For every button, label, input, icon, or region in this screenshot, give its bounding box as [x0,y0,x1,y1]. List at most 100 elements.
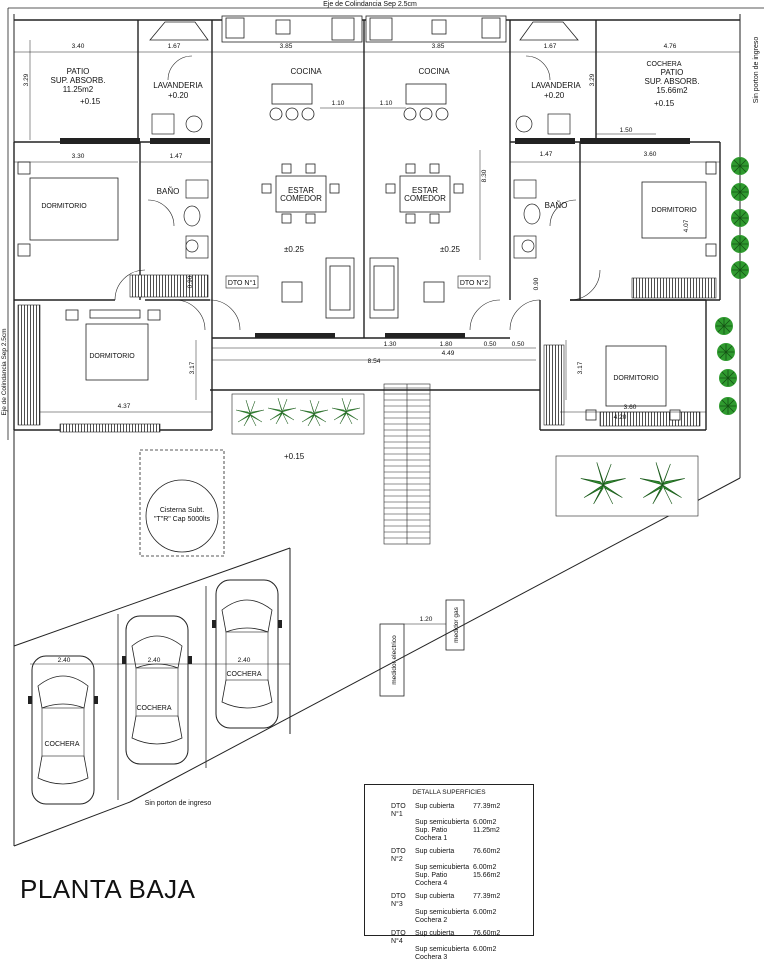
vent-hood-left [149,21,209,41]
svg-text:4.20: 4.20 [614,414,627,421]
left-axis-label: Eje de Colindancia Sep 2.5cm [1,328,8,415]
svg-text:1.67: 1.67 [168,43,181,50]
svg-text:3.85: 3.85 [280,43,293,50]
dto1-label: DTO N°1 [228,279,256,287]
svg-text:4.76: 4.76 [664,43,677,50]
svg-text:3.60: 3.60 [644,151,657,158]
svg-text:1.30: 1.30 [384,341,397,348]
staircase [383,383,431,545]
svg-text:PATIO: PATIO [661,68,684,77]
svg-text:DORMITORIO: DORMITORIO [89,353,135,360]
svg-text:1.10: 1.10 [380,100,393,107]
electric-meter-label: medidor electrico [391,635,398,685]
svg-text:1.80: 1.80 [440,341,453,348]
cistern-circle [145,479,219,553]
svg-text:SUP. ABSORB.: SUP. ABSORB. [51,76,106,85]
svg-text:3.30: 3.30 [72,153,85,160]
svg-text:DORMITORIO: DORMITORIO [41,203,87,210]
svg-text:±0.25: ±0.25 [440,245,461,254]
svg-text:3.29: 3.29 [589,73,596,86]
svg-text:COCINA: COCINA [290,67,322,76]
svg-text:DORMITORIO: DORMITORIO [651,207,697,214]
svg-text:LAVANDERIA: LAVANDERIA [153,81,203,90]
bottom-gate-label: Sin porton de ingreso [145,800,212,807]
superficies-cochera: Cochera 1 [415,835,448,842]
svg-text:2.40: 2.40 [58,657,71,664]
gas-meter-label: medidor gas [453,606,460,643]
superficies-cochera: Cochera 3 [415,954,448,961]
svg-text:COMEDOR: COMEDOR [404,194,446,203]
car-3 [211,579,283,729]
page-title: PLANTA BAJA [20,874,196,904]
cistern-box [139,449,225,557]
svg-text:8.54: 8.54 [368,358,381,365]
superficies-cochera: Cochera 2 [415,917,448,924]
cochera-3-label: COCHERA [226,671,261,678]
dto2-label: DTO N°2 [460,279,488,287]
svg-text:SUP. ABSORB.: SUP. ABSORB. [645,77,700,86]
svg-text:1.67: 1.67 [544,43,557,50]
right-gate-label: Sin porton de ingreso [753,37,760,104]
superficies-cochera: Cochera 4 [415,880,448,887]
svg-text:COCINA: COCINA [418,67,450,76]
svg-text:COCHERA: COCHERA [646,61,681,68]
vent-hood-right [519,21,579,41]
electric-meter-box [379,623,405,697]
bathroom-fixtures [151,113,571,259]
svg-text:3.17: 3.17 [577,361,584,374]
dimension-labels: 3.40 1.67 3.85 3.85 1.67 4.76 3.30 1.47 … [23,43,690,664]
dining-tables [261,163,464,224]
stair-steps [384,387,430,539]
svg-text:BAÑO: BAÑO [157,187,180,196]
car-1 [27,655,99,805]
svg-text:3.60: 3.60 [624,404,637,411]
svg-text:2.40: 2.40 [148,657,161,664]
door-swings [114,55,601,331]
svg-text:+0.15: +0.15 [284,452,305,461]
svg-text:+0.15: +0.15 [80,97,101,106]
svg-text:3.85: 3.85 [432,43,445,50]
svg-text:1.50: 1.50 [620,127,633,134]
svg-text:+0.20: +0.20 [168,91,189,100]
gas-meter-box [445,599,465,651]
svg-text:DORMITORIO: DORMITORIO [613,375,659,382]
beds [17,161,717,421]
kitchen-counters [221,15,507,121]
svg-text:0.90: 0.90 [533,277,540,290]
svg-text:±0.25: ±0.25 [284,245,305,254]
parking-lines [117,586,207,800]
svg-text:+0.15: +0.15 [654,99,675,108]
svg-text:ESTAR: ESTAR [288,186,314,195]
dto1-tag [225,275,259,289]
svg-text:3.40: 3.40 [72,43,85,50]
svg-text:+0.20: +0.20 [544,91,565,100]
cistern-label-2: "T"R" Cap 5000lts [154,516,211,523]
svg-text:0.90: 0.90 [187,275,194,288]
cochera-2-label: COCHERA [136,705,171,712]
svg-text:BAÑO: BAÑO [545,201,568,210]
level-marks: +0.15 +0.15 +0.20 +0.20 ±0.25 ±0.25 +0.1… [80,91,675,461]
room-labels: PATIO SUP. ABSORB. 11.25m2 PATIO SUP. AB… [41,61,699,382]
cochera-1-label: COCHERA [44,741,79,748]
garden-box-right [555,455,699,517]
svg-text:3.29: 3.29 [23,73,30,86]
floor-plan: Eje de Colindancia Sep 2.5cm Eje de Coli… [1,1,764,847]
car-2 [121,615,193,765]
svg-text:1.47: 1.47 [540,151,553,158]
svg-text:0.50: 0.50 [512,341,525,348]
svg-text:3.17: 3.17 [189,361,196,374]
